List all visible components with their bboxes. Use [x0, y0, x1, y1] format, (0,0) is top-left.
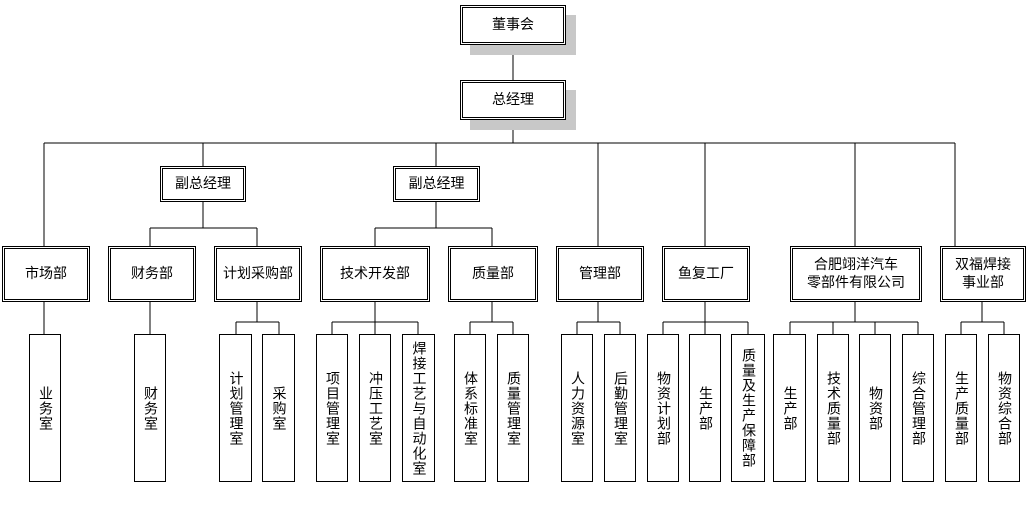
department-planning-purchase: 计划采购部	[214, 246, 302, 302]
office-label: 生产部	[781, 385, 798, 431]
department-label: 计划采购部	[223, 266, 293, 282]
office-system-standard: 体系标准室	[454, 334, 486, 482]
department-market: 市场部	[2, 246, 90, 302]
general-manager-label: 总经理	[492, 92, 534, 108]
office-quality-management: 质量管理室	[497, 334, 529, 482]
department-tech-dev: 技术开发部	[320, 246, 430, 302]
department-shuangfu-welding: 双福焊接 事业部	[940, 246, 1026, 302]
board-box: 董事会	[460, 5, 566, 45]
office-label: 焊接工艺与自动化室	[410, 340, 427, 476]
office-general-management: 综合管理部	[902, 334, 934, 482]
office-label: 人力资源室	[569, 370, 585, 446]
department-label: 财务部	[131, 266, 173, 282]
office-materials-general: 物资综合部	[988, 334, 1020, 482]
office-label: 业务室	[37, 385, 53, 431]
office-label: 生产部	[697, 385, 713, 431]
office-material-plan: 物资计划部	[647, 334, 679, 482]
office-welding-automation: 焊接工艺与自动化室	[402, 334, 435, 482]
deputy-gm-label: 副总经理	[175, 176, 231, 192]
office-logistics-management: 后勤管理室	[604, 334, 636, 482]
department-yufu-factory: 鱼复工厂	[662, 246, 750, 302]
department-label: 市场部	[25, 266, 67, 282]
office-production-quality: 生产质量部	[945, 334, 977, 482]
department-label: 技术开发部	[340, 266, 410, 282]
office-production-hefei: 生产部	[773, 334, 806, 482]
deputy-gm-box-2: 副总经理	[393, 166, 480, 202]
office-label: 采购室	[270, 385, 287, 431]
office-label: 体系标准室	[462, 370, 478, 446]
office-label: 质量管理室	[505, 370, 521, 446]
office-business: 业务室	[29, 334, 61, 482]
department-quality: 质量部	[448, 246, 538, 302]
office-label: 质量及生产保障部	[740, 348, 756, 468]
office-label: 综合管理部	[910, 370, 926, 446]
office-quality-production-support: 质量及生产保障部	[731, 334, 765, 482]
deputy-gm-box-1: 副总经理	[160, 166, 246, 202]
office-label: 后勤管理室	[612, 370, 628, 446]
office-purchase: 采购室	[262, 334, 295, 482]
board-label: 董事会	[492, 17, 534, 33]
office-label: 冲压工艺室	[367, 370, 383, 446]
office-label: 物资综合部	[996, 370, 1012, 446]
office-label: 项目管理室	[324, 370, 340, 446]
deputy-gm-label: 副总经理	[408, 176, 465, 192]
office-label: 计划管理室	[227, 370, 244, 446]
department-hefei-company: 合肥翊洋汽车 零部件有限公司	[790, 246, 922, 302]
office-plan-management: 计划管理室	[219, 334, 252, 482]
office-production-yufu: 生产部	[689, 334, 721, 482]
department-management: 管理部	[556, 246, 644, 302]
department-label: 管理部	[579, 266, 621, 282]
department-label: 鱼复工厂	[678, 266, 734, 282]
department-label: 双福焊接 事业部	[955, 257, 1011, 291]
department-label: 质量部	[472, 266, 514, 282]
office-label: 生产质量部	[953, 370, 969, 446]
office-label: 物资部	[867, 385, 883, 431]
office-project-management: 项目管理室	[316, 334, 348, 482]
office-tech-quality: 技术质量部	[817, 334, 849, 482]
department-finance: 财务部	[108, 246, 196, 302]
department-label: 合肥翊洋汽车 零部件有限公司	[807, 257, 905, 291]
office-finance: 财务室	[134, 334, 166, 482]
office-stamping-process: 冲压工艺室	[359, 334, 391, 482]
office-materials: 物资部	[859, 334, 891, 482]
office-hr: 人力资源室	[561, 334, 593, 482]
general-manager-box: 总经理	[460, 80, 566, 120]
office-label: 技术质量部	[825, 370, 841, 446]
office-label: 物资计划部	[655, 370, 671, 446]
office-label: 财务室	[142, 385, 158, 431]
